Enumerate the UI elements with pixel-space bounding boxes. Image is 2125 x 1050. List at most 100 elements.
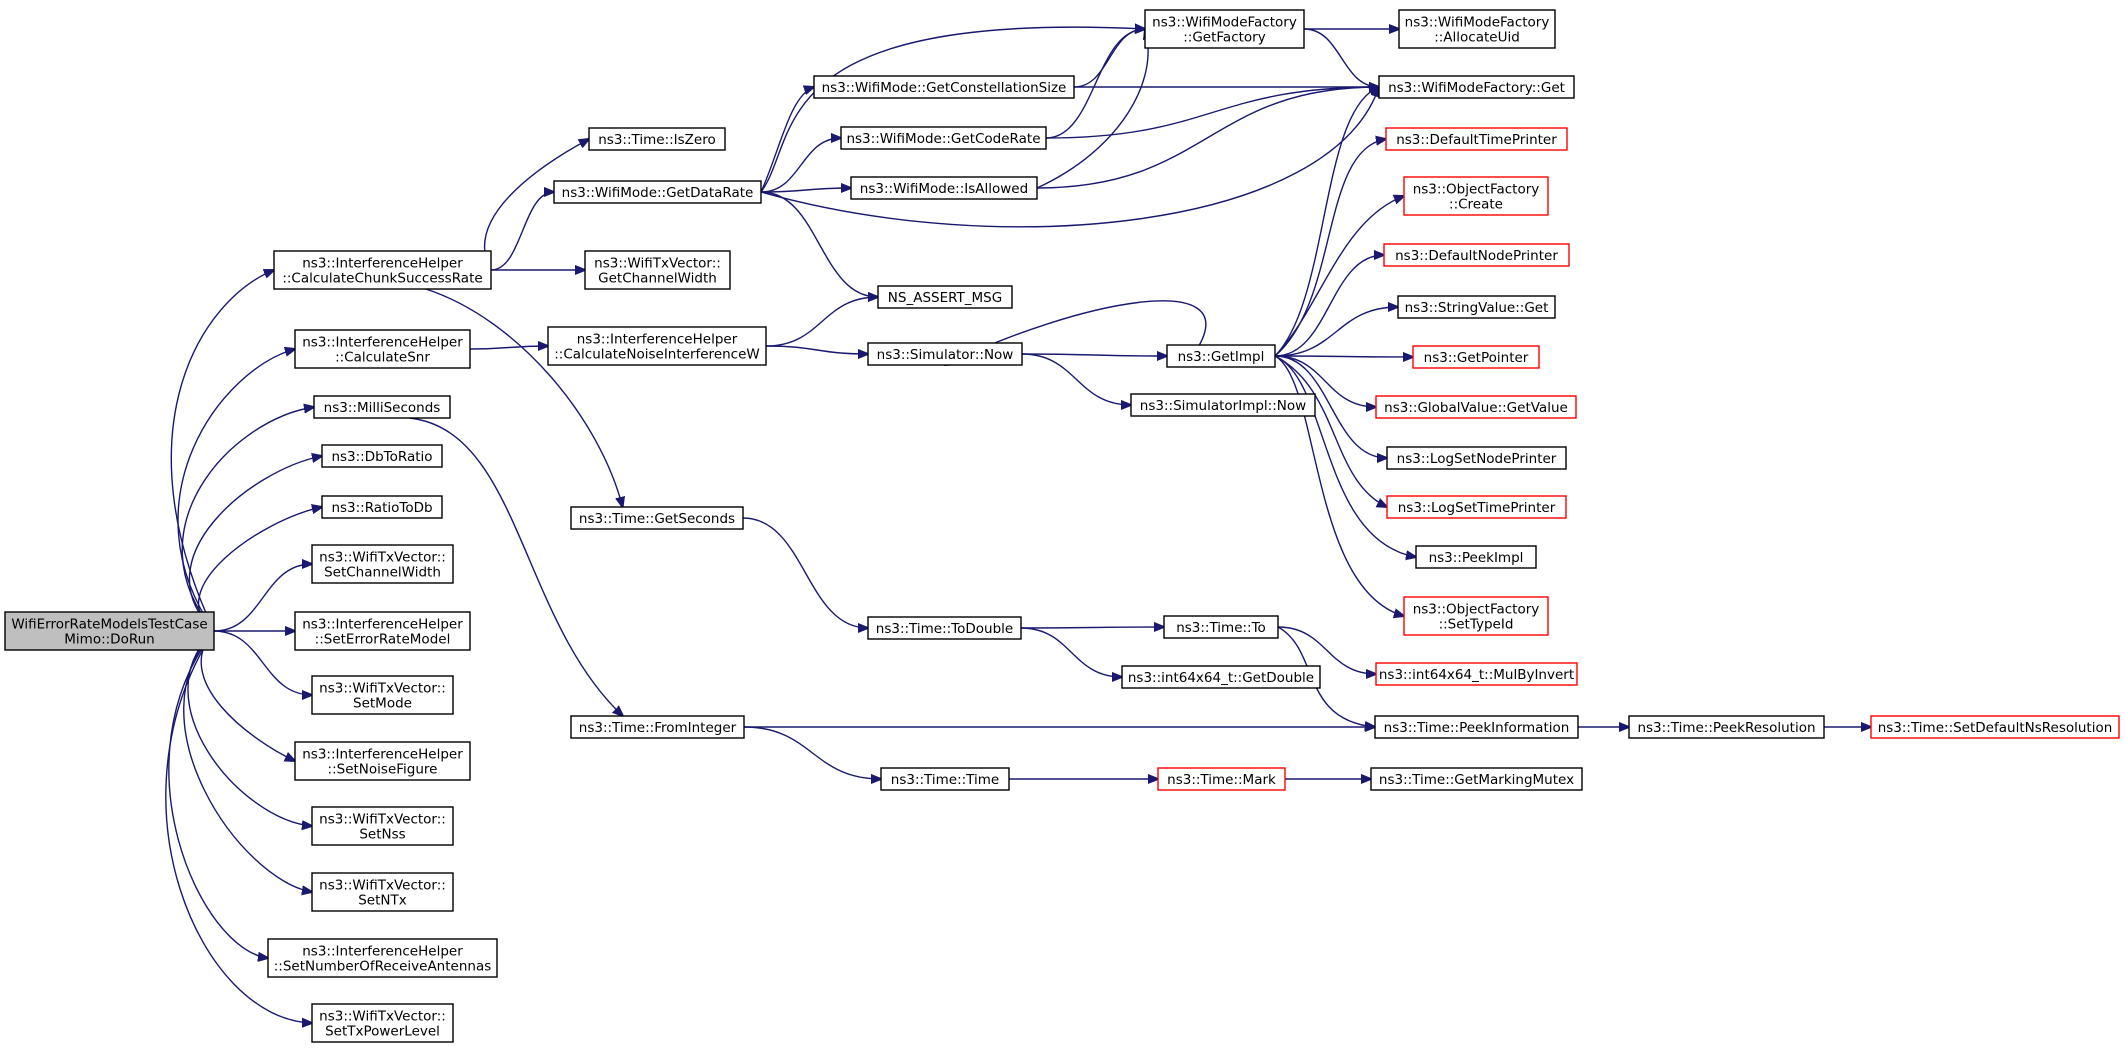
node-box xyxy=(267,938,498,978)
node-object-factory-create[interactable]: ns3::ObjectFactory::Create xyxy=(1403,176,1549,216)
node-get-channel-width[interactable]: ns3::WifiTxVector::GetChannelWidth xyxy=(584,250,731,290)
node-is-allowed[interactable]: ns3::WifiMode::IsAllowed xyxy=(850,176,1038,200)
call-edge-get-impl-to-mode-factory-get xyxy=(1274,87,1379,357)
node-mode-factory-get-factory[interactable]: ns3::WifiModeFactory::GetFactory xyxy=(1144,9,1305,49)
node-get-impl[interactable]: ns3::GetImpl xyxy=(1166,344,1276,368)
call-edge-milliseconds-to-time-from-integer xyxy=(409,417,623,716)
node-set-nss[interactable]: ns3::WifiTxVector::SetNss xyxy=(311,806,454,846)
node-box xyxy=(570,506,744,530)
node-box xyxy=(294,611,471,651)
node-label: ns3::Time::SetDefaultNsResolution xyxy=(1878,720,2113,736)
node-label: ns3::SimulatorImpl::Now xyxy=(1140,398,1306,414)
node-set-ntx[interactable]: ns3::WifiTxVector::SetNTx xyxy=(311,872,454,912)
node-int64-mul-by-invert[interactable]: ns3::int64x64_t::MulByInvert xyxy=(1375,662,1578,686)
node-box xyxy=(1378,75,1575,99)
node-box xyxy=(1375,662,1578,686)
node-box xyxy=(813,75,1075,99)
node-mode-factory-allocate-uid[interactable]: ns3::WifiModeFactory::AllocateUid xyxy=(1398,9,1556,49)
node-box xyxy=(1144,9,1305,49)
node-time-from-integer[interactable]: ns3::Time::FromInteger xyxy=(570,715,745,739)
node-log-set-time-printer[interactable]: ns3::LogSetTimePrinter xyxy=(1386,495,1567,519)
node-get-code-rate[interactable]: ns3::WifiMode::GetCodeRate xyxy=(840,126,1047,150)
node-label: Mimo::DoRun xyxy=(64,632,154,648)
node-default-time-printer[interactable]: ns3::DefaultTimePrinter xyxy=(1385,127,1568,151)
node-object-factory-set-type-id[interactable]: ns3::ObjectFactory::SetTypeId xyxy=(1403,596,1549,636)
node-label: ns3::LogSetNodePrinter xyxy=(1397,451,1557,467)
node-label: ns3::InterferenceHelper xyxy=(302,256,463,272)
call-edge-root-to-set-channel-width xyxy=(213,564,312,632)
node-simulator-now[interactable]: ns3::Simulator::Now xyxy=(867,342,1023,366)
node-label: ns3::Time::GetSeconds xyxy=(579,511,735,527)
node-label: ns3::Time::PeekInformation xyxy=(1384,720,1570,736)
call-edge-time-from-integer-to-time-time xyxy=(743,726,881,779)
node-time-to[interactable]: ns3::Time::To xyxy=(1163,615,1279,639)
node-time-get-marking-mutex[interactable]: ns3::Time::GetMarkingMutex xyxy=(1370,767,1583,791)
node-box xyxy=(1386,495,1567,519)
node-calc-noise[interactable]: ns3::InterferenceHelper::CalculateNoiseI… xyxy=(547,326,767,366)
node-time-peek-resolution[interactable]: ns3::Time::PeekResolution xyxy=(1628,715,1825,739)
node-get-data-rate[interactable]: ns3::WifiMode::GetDataRate xyxy=(553,180,762,204)
node-box xyxy=(877,285,1013,309)
node-box xyxy=(1398,9,1556,49)
call-edge-get-impl-to-get-pointer xyxy=(1274,356,1413,357)
node-box xyxy=(321,495,443,519)
node-box xyxy=(1383,243,1570,267)
node-dbtoratio[interactable]: ns3::DbToRatio xyxy=(321,444,443,468)
node-box xyxy=(1370,767,1583,791)
call-edge-get-constellation-to-mode-factory-get-factory xyxy=(1073,29,1145,88)
node-time-mark[interactable]: ns3::Time::Mark xyxy=(1157,767,1286,791)
node-simulator-impl-now[interactable]: ns3::SimulatorImpl::Now xyxy=(1130,393,1316,417)
node-default-node-printer[interactable]: ns3::DefaultNodePrinter xyxy=(1383,243,1570,267)
node-time-iszero[interactable]: ns3::Time::IsZero xyxy=(588,127,726,151)
node-label: ns3::WifiTxVector:: xyxy=(594,256,721,272)
call-edge-root-to-set-tx-power-level xyxy=(165,630,312,1023)
node-box xyxy=(311,544,454,584)
node-label: ns3::WifiMode::GetCodeRate xyxy=(846,131,1040,147)
call-edge-mode-factory-get-factory-to-mode-factory-get xyxy=(1303,28,1379,87)
node-set-channel-width[interactable]: ns3::WifiTxVector::SetChannelWidth xyxy=(311,544,454,584)
node-label: SetMode xyxy=(353,696,412,712)
node-label: ::GetFactory xyxy=(1183,30,1265,46)
node-get-pointer[interactable]: ns3::GetPointer xyxy=(1412,345,1540,369)
node-time-time[interactable]: ns3::Time::Time xyxy=(880,767,1010,791)
node-calc-chunk[interactable]: ns3::InterferenceHelper::CalculateChunkS… xyxy=(273,250,492,290)
node-log-set-node-printer[interactable]: ns3::LogSetNodePrinter xyxy=(1386,446,1567,470)
node-time-get-seconds[interactable]: ns3::Time::GetSeconds xyxy=(570,506,744,530)
node-set-error-rate-model[interactable]: ns3::InterferenceHelper::SetErrorRateMod… xyxy=(294,611,471,651)
node-set-tx-power-level[interactable]: ns3::WifiTxVector::SetTxPowerLevel xyxy=(311,1003,454,1043)
node-peek-impl[interactable]: ns3::PeekImpl xyxy=(1415,545,1537,569)
node-global-value-get-value[interactable]: ns3::GlobalValue::GetValue xyxy=(1375,395,1577,419)
node-label: WifiErrorRateModelsTestCase xyxy=(11,617,207,633)
call-edge-get-data-rate-to-mode-factory-get-factory xyxy=(760,27,1145,193)
node-box xyxy=(311,806,454,846)
node-set-noise-figure[interactable]: ns3::InterferenceHelper::SetNoiseFigure xyxy=(294,741,471,781)
node-set-num-rx-antennas[interactable]: ns3::InterferenceHelper::SetNumberOfRece… xyxy=(267,938,498,978)
call-edge-get-data-rate-to-get-constellation xyxy=(760,87,814,193)
node-label: ns3::Time::Mark xyxy=(1167,772,1276,788)
node-time-to-double[interactable]: ns3::Time::ToDouble xyxy=(867,616,1022,640)
node-milliseconds[interactable]: ns3::MilliSeconds xyxy=(313,395,451,419)
node-label: ::SetErrorRateModel xyxy=(315,632,451,648)
node-box xyxy=(273,250,492,290)
node-ns-assert-msg[interactable]: NS_ASSERT_MSG xyxy=(877,285,1013,309)
call-edge-time-to-to-int64-mul-by-invert xyxy=(1277,626,1376,674)
node-calc-snr[interactable]: ns3::InterferenceHelper::CalculateSnr xyxy=(294,329,471,369)
node-label: ::SetNoiseFigure xyxy=(328,762,438,778)
node-label: ns3::LogSetTimePrinter xyxy=(1398,500,1556,516)
node-set-mode[interactable]: ns3::WifiTxVector::SetMode xyxy=(311,675,454,715)
node-time-peek-information[interactable]: ns3::Time::PeekInformation xyxy=(1374,715,1579,739)
node-time-set-default-ns-resolution[interactable]: ns3::Time::SetDefaultNsResolution xyxy=(1870,715,2120,739)
node-box xyxy=(1375,395,1577,419)
node-ratiotodb[interactable]: ns3::RatioToDb xyxy=(321,495,443,519)
node-label: ns3::Time::IsZero xyxy=(598,132,716,148)
node-label: ns3::Time::Time xyxy=(891,772,999,788)
node-box xyxy=(1166,344,1276,368)
node-label: ::SetNumberOfReceiveAntennas xyxy=(274,959,492,975)
node-int64-get-double[interactable]: ns3::int64x64_t::GetDouble xyxy=(1121,665,1321,689)
node-mode-factory-get[interactable]: ns3::WifiModeFactory::Get xyxy=(1378,75,1575,99)
node-get-constellation[interactable]: ns3::WifiMode::GetConstellationSize xyxy=(813,75,1075,99)
node-label: ns3::WifiTxVector:: xyxy=(319,1009,446,1025)
node-string-value-get[interactable]: ns3::StringValue::Get xyxy=(1397,295,1556,319)
